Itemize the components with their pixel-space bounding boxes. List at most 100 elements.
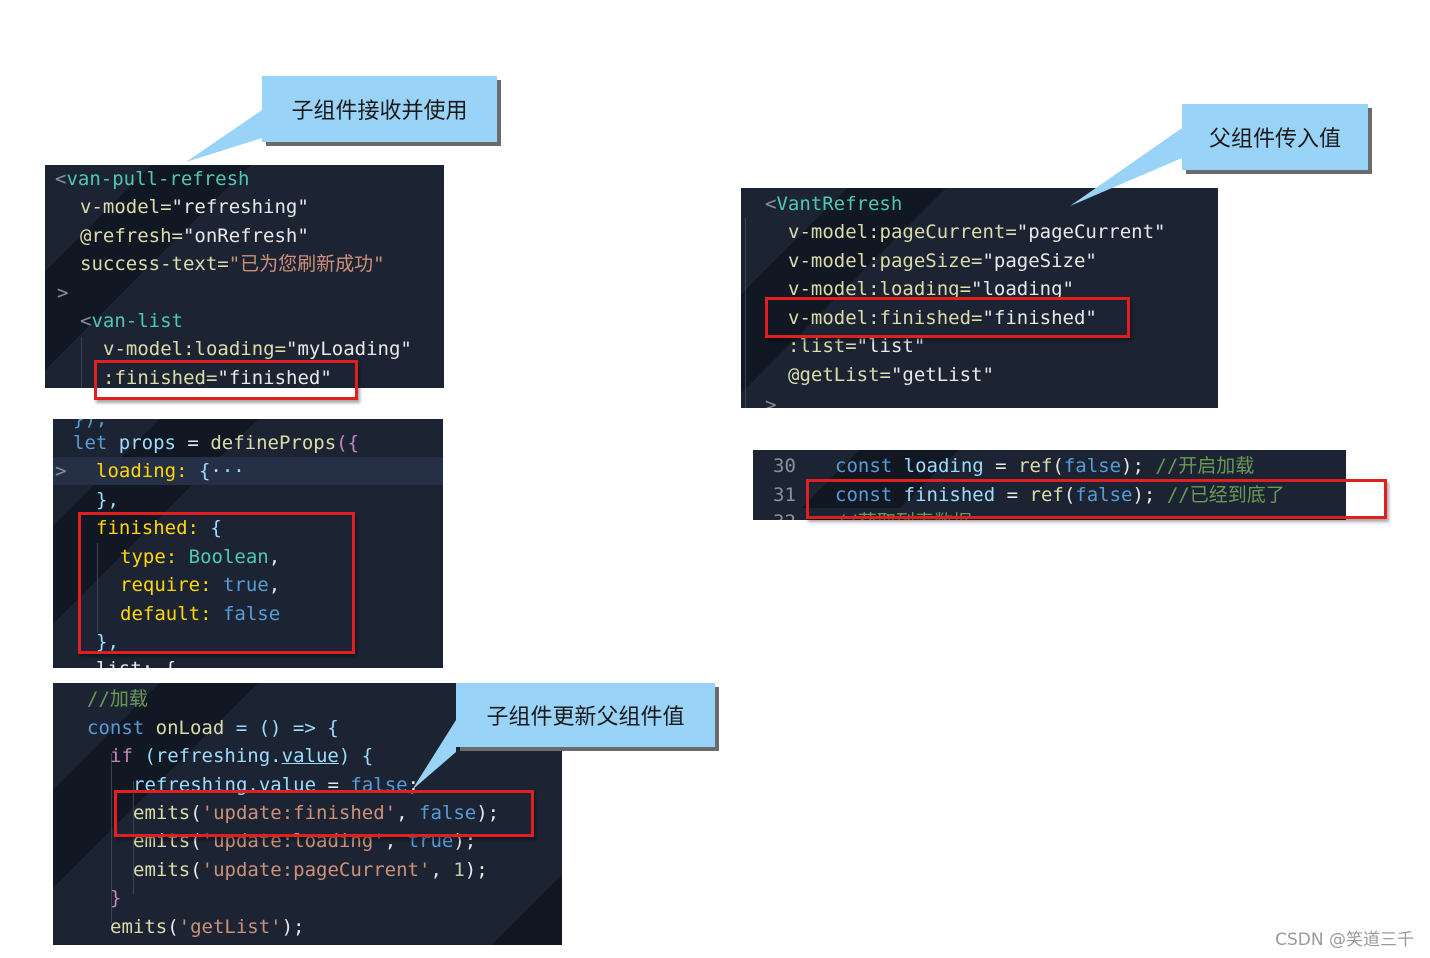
- code-line: });: [73, 419, 108, 430]
- keyword: const: [835, 455, 893, 477]
- code-line: default: false: [120, 600, 280, 628]
- code-line: :finished="finished": [103, 364, 332, 388]
- code-line: <van-list: [80, 310, 183, 332]
- fold-chevron[interactable]: >: [55, 460, 67, 482]
- prop-key: require:: [120, 574, 212, 596]
- number: 1: [453, 859, 465, 881]
- prop-key: default:: [120, 603, 212, 625]
- arrow-fn: = () => {: [224, 717, 339, 739]
- attr-name: v-model:pageCurrent=: [788, 221, 1017, 243]
- attr-value: "refreshing": [171, 196, 309, 218]
- code-panel-define-props: }); let props = defineProps({ > loading:…: [53, 419, 443, 668]
- identifier: loading: [903, 455, 984, 477]
- keyword: let: [73, 432, 108, 454]
- folded-body: {···: [187, 460, 245, 482]
- prop-value: false: [222, 603, 281, 625]
- prop-key: finished:: [96, 517, 199, 539]
- attr-name: v-model=: [80, 196, 172, 218]
- string: 'getList': [178, 916, 282, 938]
- highlight-box-finished-definition: [78, 512, 355, 654]
- code-line: v-model:pageSize="pageSize": [788, 247, 1097, 275]
- keyword: const: [835, 484, 893, 506]
- boolean: false: [419, 802, 477, 824]
- prop-key: loading:: [96, 460, 188, 482]
- line-number: 32: [773, 508, 796, 520]
- function-name: ref: [1018, 455, 1053, 477]
- identifier: (refreshing.: [144, 745, 282, 767]
- code-line: const onLoad = () => {: [87, 714, 339, 742]
- attr-name: @refresh=: [80, 225, 183, 247]
- function-name: emits: [133, 859, 191, 881]
- code-line: v-model:pageCurrent="pageCurrent": [788, 218, 1166, 246]
- identifier: props: [118, 432, 176, 454]
- code-line: emits('getList');: [110, 916, 305, 938]
- code-panel-parent-refs: 30 31 32 const loading = ref(false); //开…: [753, 450, 1346, 520]
- attr-value: "pageSize": [982, 250, 1097, 272]
- keyword: if: [110, 745, 133, 767]
- code-line: <van-pull-refresh: [55, 168, 250, 190]
- code-line: }: [110, 884, 121, 912]
- comment: //获取列表数据: [835, 511, 972, 520]
- highlight-box-emit-update: [114, 790, 534, 837]
- highlight-box-finished-ref: [806, 479, 1387, 519]
- code-line: emits('update:pageCurrent', 1);: [133, 859, 488, 881]
- indent-guide: [81, 337, 82, 388]
- function-name: emits: [133, 802, 191, 824]
- indent-guide: [111, 753, 112, 923]
- code-line: v-model:finished="finished": [788, 304, 1097, 332]
- code-line: if (refreshing.value) {: [110, 742, 373, 770]
- tag-name: VantRefresh: [776, 193, 903, 215]
- highlight-box-finished-prop: [94, 360, 358, 400]
- code-line: finished: {: [96, 514, 222, 542]
- attr-value: "onRefresh": [182, 225, 309, 247]
- attr-name: @getList=: [788, 364, 891, 386]
- code-line: require: true,: [120, 574, 281, 596]
- prop-value: true: [222, 574, 269, 596]
- line-number: 31: [773, 484, 796, 506]
- code-line: @refresh="onRefresh": [80, 222, 309, 250]
- function-name: defineProps: [210, 432, 337, 454]
- string: 'update:finished': [201, 802, 397, 824]
- attr-value: "finished": [982, 307, 1097, 329]
- identifier: finished: [903, 484, 996, 506]
- attr-name: v-model:pageSize=: [788, 250, 983, 272]
- punctuation: ;: [407, 774, 420, 796]
- punctuation: {: [198, 517, 222, 539]
- code-line: type: Boolean,: [120, 546, 281, 568]
- identifier: value: [281, 745, 339, 767]
- function-name: ref: [1029, 484, 1064, 506]
- code-line: v-model:loading="myLoading": [103, 335, 412, 363]
- line-number: 30: [773, 455, 796, 477]
- attr-name: :finished=: [103, 367, 218, 388]
- code-line: let props = defineProps({: [73, 429, 359, 457]
- prop-key: type:: [120, 546, 178, 568]
- attr-value: "已为您刷新成功": [228, 253, 385, 275]
- attr-name: v-model:loading=: [103, 338, 287, 360]
- boolean: false: [1063, 455, 1122, 477]
- attr-name: v-model:loading=: [788, 278, 972, 300]
- attr-value: "finished": [217, 367, 332, 388]
- indent-guide: [97, 543, 98, 633]
- fold-chevron[interactable]: >: [765, 394, 777, 408]
- attr-value: "loading": [971, 278, 1074, 300]
- string: 'update:pageCurrent': [201, 859, 431, 881]
- callout-parent-pass: 父组件传入值: [1182, 104, 1368, 170]
- indent-guide: [745, 218, 746, 408]
- attr-value: "list": [856, 335, 926, 357]
- function-name: emits: [110, 916, 168, 938]
- code-panel-on-load: //加载 const onLoad = () => { if (refreshi…: [53, 683, 562, 945]
- tag-name: van-pull-refresh: [66, 168, 250, 190]
- attr-value: "getList": [890, 364, 994, 386]
- boolean: false: [1075, 484, 1133, 506]
- code-line: list: {: [96, 655, 176, 668]
- code-line: success-text="已为您刷新成功": [80, 250, 385, 278]
- fold-chevron[interactable]: >: [57, 282, 69, 304]
- code-line: const finished = ref(false); //已经到底了: [835, 484, 1285, 506]
- attr-name: :list=: [788, 335, 857, 357]
- code-line: },: [96, 489, 119, 511]
- punctuation: }: [110, 887, 122, 909]
- function-name: onLoad: [155, 717, 225, 739]
- operator: =: [316, 774, 351, 796]
- highlight-box-v-model-finished: [765, 297, 1130, 338]
